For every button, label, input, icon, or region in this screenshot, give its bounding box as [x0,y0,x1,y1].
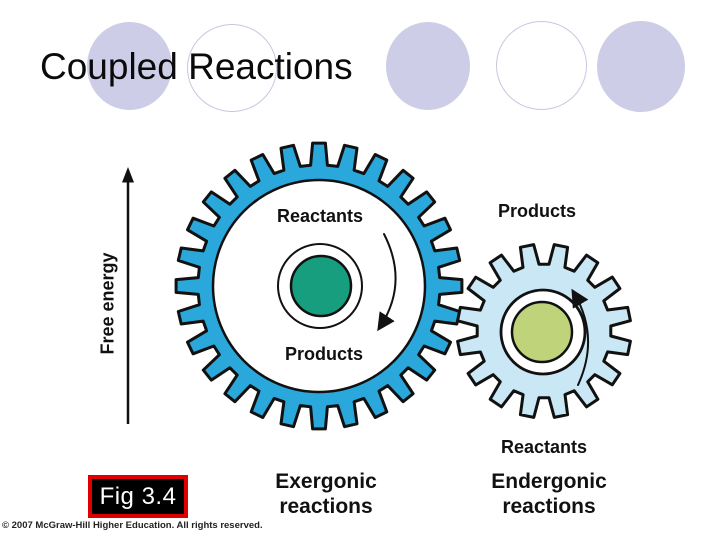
endergonic-reactants-label: Reactants [500,437,588,457]
counterclockwise-arrow-icon [571,288,589,386]
decorative-ellipse-1 [87,22,172,110]
figure-number-text: Fig 3.4 [99,482,177,510]
slide-title: Coupled Reactions [40,46,353,87]
exergonic-caption: Exergonic reactions [275,470,377,518]
endergonic-caption: Endergonic reactions [491,470,607,518]
free-energy-axis [122,167,134,424]
decorative-ellipse-4 [496,21,587,110]
decorative-ellipse-5 [597,21,685,112]
copyright-text: © 2007 McGraw-Hill Higher Education. All… [2,520,263,531]
exergonic-reactants-label: Reactants [276,206,364,226]
decorative-ellipse-3 [386,22,470,110]
figure-number-badge: Fig 3.4 [88,475,188,518]
decorative-ellipse-2 [187,24,277,112]
clockwise-arrow-icon [377,233,397,332]
endergonic-products-label: Products [497,201,577,221]
exergonic-products-label: Products [284,344,364,364]
endergonic-hub [510,300,574,364]
exergonic-hub [289,254,353,318]
free-energy-axis-label: Free energy [97,252,118,355]
up-arrow-icon [122,167,134,183]
